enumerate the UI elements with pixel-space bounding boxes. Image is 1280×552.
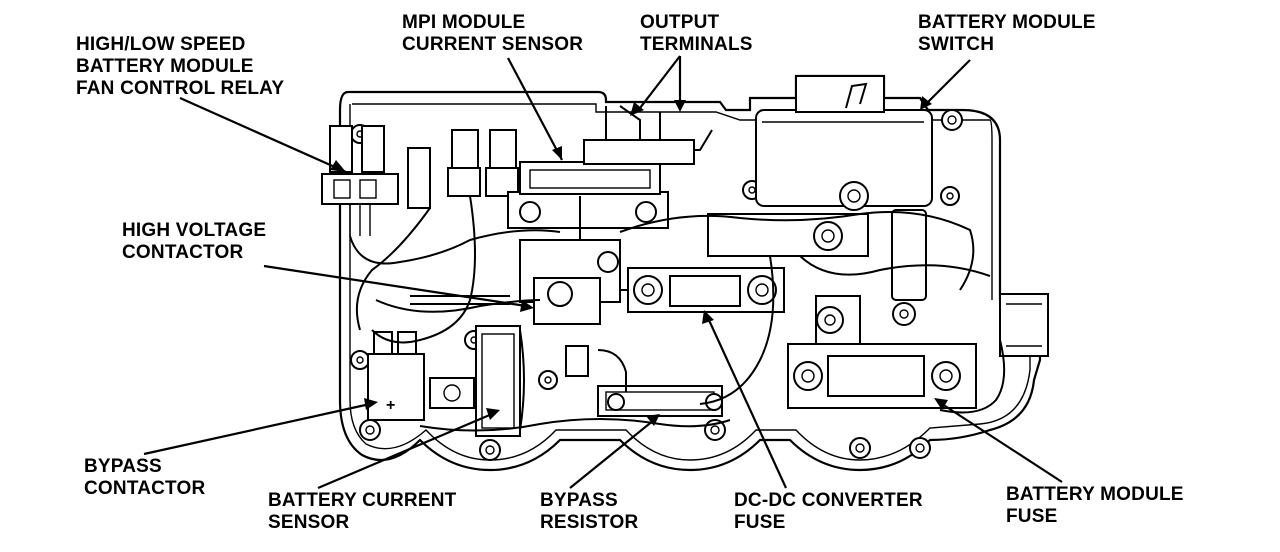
high-voltage-contactor xyxy=(519,196,628,325)
label-line: FUSE xyxy=(1006,506,1058,527)
label-battery-module-switch: BATTERY MODULE SWITCH xyxy=(918,12,1096,56)
label-battery-current-sensor: BATTERY CURRENT SENSOR xyxy=(268,490,456,534)
label-line: CONTACTOR xyxy=(122,242,244,263)
label-mpi-current-sensor: MPI MODULE CURRENT SENSOR xyxy=(402,12,583,56)
label-line: FAN CONTROL RELAY xyxy=(76,78,285,99)
dcdc-converter-fuse xyxy=(627,267,785,313)
label-line: BATTERY CURRENT xyxy=(268,490,457,511)
battery-module-fuse xyxy=(999,293,1049,357)
label-line: DC-DC CONVERTER xyxy=(734,490,923,511)
label-line: BATTERY MODULE xyxy=(1006,484,1184,505)
output-terminals xyxy=(583,105,713,165)
label-high-voltage-contactor: HIGH VOLTAGE CONTACTOR xyxy=(122,220,266,264)
label-line: TERMINALS xyxy=(640,34,753,55)
label-fan-control-relay: HIGH/LOW SPEED BATTERY MODULE FAN CONTRO… xyxy=(76,34,284,100)
label-line: BYPASS xyxy=(84,456,162,477)
label-dcdc-converter-fuse: DC-DC CONVERTER FUSE xyxy=(734,490,923,534)
label-bypass-contactor: BYPASS CONTACTOR xyxy=(84,456,205,500)
label-line: BYPASS xyxy=(540,490,618,511)
wiring-harness xyxy=(349,195,1006,432)
label-line: HIGH/LOW SPEED xyxy=(76,34,246,55)
label-line: SWITCH xyxy=(918,34,995,55)
label-line: HIGH VOLTAGE xyxy=(122,220,267,241)
bus-bars xyxy=(707,209,977,409)
label-line: BATTERY MODULE xyxy=(76,56,254,77)
label-line: SENSOR xyxy=(268,512,350,533)
label-line: MPI MODULE xyxy=(402,12,526,33)
label-line: FUSE xyxy=(734,512,786,533)
bypass-contactor: + xyxy=(367,331,475,421)
mpi-current-sensor xyxy=(507,161,669,229)
label-line: BATTERY MODULE xyxy=(918,12,1096,33)
label-line: OUTPUT xyxy=(640,12,720,33)
battery-module-switch xyxy=(755,75,933,211)
leader-lines xyxy=(143,55,1063,490)
battery-current-sensor xyxy=(475,325,521,437)
label-line: RESISTOR xyxy=(540,512,639,533)
label-line: CURRENT SENSOR xyxy=(402,34,584,55)
label-line: CONTACTOR xyxy=(84,478,206,499)
label-bypass-resistor: BYPASS RESISTOR xyxy=(540,490,638,534)
bypass-resistor xyxy=(565,345,723,417)
fan-control-relays xyxy=(321,125,519,236)
label-battery-module-fuse: BATTERY MODULE FUSE xyxy=(1006,484,1184,528)
plus-marker: + xyxy=(386,397,395,414)
label-output-terminals: OUTPUT TERMINALS xyxy=(640,12,753,56)
